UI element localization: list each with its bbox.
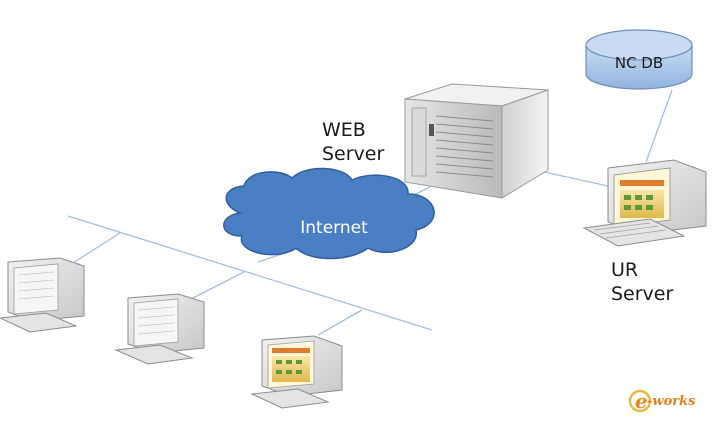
web-server-label-line1: WEB xyxy=(322,119,366,141)
bus-to-pc1-line xyxy=(64,232,121,269)
ur-server-label: UR Server xyxy=(611,258,673,306)
db-to-ur-line xyxy=(645,89,673,163)
svg-text:e: e xyxy=(635,389,648,413)
network-bus-line xyxy=(67,215,433,331)
client-pc-2-icon xyxy=(114,293,205,365)
client-pc-3-icon xyxy=(250,335,343,409)
database-icon: NC DB xyxy=(585,29,693,90)
internet-cloud-icon: Internet xyxy=(223,167,435,260)
e-works-watermark-logo: e -works xyxy=(628,389,696,413)
bus-to-pc3-line xyxy=(317,309,363,336)
web-server-label: WEB Server xyxy=(322,118,384,166)
ur-server-workstation-icon xyxy=(582,159,707,247)
web-server-icon xyxy=(404,83,549,199)
svg-text:-works: -works xyxy=(647,394,696,409)
ur-server-label-line1: UR xyxy=(611,259,639,281)
database-label: NC DB xyxy=(615,54,663,72)
client-pc-1-icon xyxy=(0,257,85,333)
bus-to-pc2-line xyxy=(184,271,245,303)
internet-label: Internet xyxy=(300,218,368,238)
web-server-label-line2: Server xyxy=(322,143,385,165)
ur-server-label-line2: Server xyxy=(611,283,674,305)
